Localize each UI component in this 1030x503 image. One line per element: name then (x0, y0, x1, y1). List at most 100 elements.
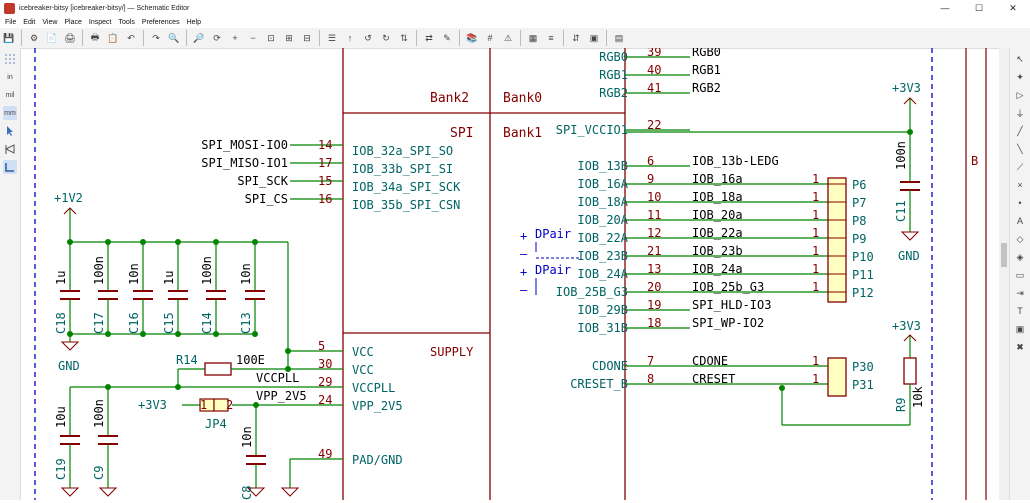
menu-place[interactable]: Place (64, 18, 82, 26)
symbol-editor-icon[interactable]: ✎ (443, 32, 451, 43)
pin-row[interactable]: SPI_MOSI-IO0 14 IOB_32a_SPI_SO (201, 138, 453, 158)
erc-icon[interactable]: ⚠ (503, 32, 513, 43)
no-connect-icon[interactable]: × (1017, 180, 1023, 190)
millimeters-icon[interactable]: mm (3, 106, 17, 120)
wire-angle-icon[interactable] (3, 160, 17, 174)
find-replace-icon[interactable]: 🔎 (193, 32, 205, 43)
minimize-button[interactable]: — (940, 3, 950, 13)
symbol-browser-icon[interactable]: 📚 (466, 32, 478, 43)
mirror-h-icon[interactable]: ⇄ (425, 32, 433, 43)
menu-tools[interactable]: Tools (118, 18, 135, 26)
menu-preferences[interactable]: Preferences (141, 18, 180, 26)
add-wire-icon[interactable]: ╱ (1017, 125, 1023, 136)
undo-icon[interactable]: ↶ (127, 32, 135, 43)
hierarchy-icon[interactable]: ☰ (327, 32, 337, 43)
vcc-rail[interactable] (60, 207, 343, 370)
highlight-net-icon[interactable]: ✦ (1016, 71, 1024, 82)
pin-row[interactable]: SPI_SCK 15 IOB_34a_SPI_SCK (237, 174, 461, 194)
zoom-in-icon[interactable]: + (232, 33, 238, 43)
vccpll-net[interactable] (69, 362, 343, 497)
add-symbol-icon[interactable]: ▷ (1016, 89, 1024, 100)
vertical-scrollbar[interactable] (999, 48, 1009, 500)
annotate-icon[interactable]: # (487, 33, 493, 43)
leave-sheet-icon[interactable]: ↑ (347, 33, 353, 43)
vccio-net[interactable] (625, 97, 920, 241)
add-power-icon[interactable]: ⏚ (1015, 108, 1025, 119)
bom-icon[interactable]: ≡ (548, 33, 554, 43)
save-icon[interactable]: 💾 (3, 32, 15, 43)
netlist-icon[interactable]: ⇵ (572, 32, 580, 43)
schematic-canvas[interactable]: B Bank2 Bank0 SPI Bank1 SUPPLY SPI_MOSI-… (20, 45, 999, 500)
add-bus-icon[interactable]: ╲ (1017, 143, 1023, 154)
net-label-icon[interactable]: A (1016, 216, 1023, 226)
inches-icon[interactable]: in (3, 70, 17, 84)
scrollbar-thumb[interactable] (1001, 243, 1007, 267)
close-button[interactable]: ✕ (1009, 2, 1017, 13)
hier-sheet-icon[interactable]: ▭ (1015, 269, 1025, 280)
zoom-out-icon[interactable]: − (250, 33, 256, 43)
fpga-symbol[interactable] (342, 48, 626, 500)
rotate-ccw-icon[interactable]: ↺ (364, 32, 372, 43)
schematic-setup-icon[interactable]: ⚙ (29, 32, 39, 43)
select-icon[interactable]: ↖ (1016, 53, 1024, 64)
zoom-fit-icon[interactable]: ⊡ (267, 32, 275, 43)
hier-label-icon[interactable]: ◈ (1016, 251, 1024, 262)
maximize-button[interactable]: ☐ (974, 2, 984, 13)
junction-icon[interactable]: • (1018, 198, 1022, 208)
delete-icon[interactable]: ✖ (1016, 341, 1024, 352)
rotate-cw-icon[interactable]: ↻ (382, 32, 390, 43)
scripting-icon[interactable]: ▤ (614, 32, 624, 43)
menu-inspect[interactable]: Inspect (88, 18, 112, 26)
refresh-icon[interactable]: ⟳ (213, 32, 221, 43)
jp4-jumper[interactable] (182, 398, 229, 412)
import-sheet-pin-icon[interactable]: ⇥ (1016, 287, 1024, 298)
paste-icon[interactable]: 📋 (107, 32, 119, 43)
menu-view[interactable]: View (42, 18, 58, 26)
print-icon[interactable]: 🖨 (64, 32, 76, 43)
connector-p6-p12[interactable] (827, 177, 847, 303)
mils-icon[interactable]: mil (3, 88, 17, 102)
zoom-objects-icon[interactable]: ⊞ (285, 32, 293, 43)
symbol-fields-icon[interactable]: ▦ (528, 32, 538, 43)
pin-row[interactable]: SPI_CS 16 IOB_35b_SPI_CSN (245, 192, 461, 212)
cursor-icon[interactable] (3, 124, 17, 138)
r9-resistor[interactable] (779, 334, 917, 426)
hidden-pins-icon[interactable] (3, 142, 17, 156)
menu-edit[interactable]: Edit (23, 18, 36, 26)
add-text-icon[interactable]: T (1017, 306, 1023, 316)
wire-to-bus-icon[interactable]: ⟋ (1016, 161, 1024, 172)
plot-icon[interactable]: 🖶 (90, 32, 100, 42)
new-page-icon[interactable]: 📄 (46, 32, 58, 43)
menu-help[interactable]: Help (186, 18, 201, 26)
zoom-selection-icon[interactable]: ⊟ (303, 32, 311, 43)
find-icon[interactable]: 🔍 (168, 32, 180, 43)
pcb-icon[interactable]: ▣ (589, 32, 599, 43)
grid-icon[interactable] (3, 52, 17, 66)
add-image-icon[interactable]: ▣ (1015, 323, 1025, 334)
mirror-v-icon[interactable]: ⇅ (400, 32, 408, 43)
connector-p30-p31[interactable] (827, 357, 847, 397)
global-label-icon[interactable]: ◇ (1016, 233, 1024, 244)
